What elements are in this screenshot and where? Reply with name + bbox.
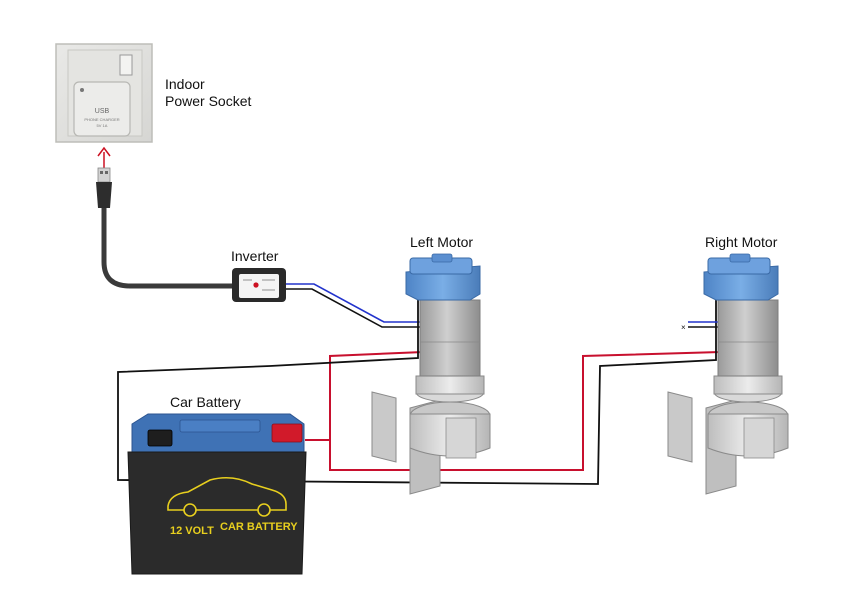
car-battery: 12 VOLT CAR BATTERY: [127, 413, 307, 575]
negative-terminal: [147, 429, 173, 447]
socket-led: [80, 88, 84, 92]
inverter-box: [232, 268, 286, 302]
socket-label-line2: Power Socket: [165, 93, 252, 109]
signal-wire-black: [284, 288, 420, 328]
car-silhouette-icon: [167, 476, 287, 511]
positive-wire-left: [305, 300, 424, 441]
right-motor-label: Right Motor: [705, 234, 778, 250]
socket-plate-rating: 5V 1A: [97, 123, 108, 128]
usb-cable: [101, 205, 239, 289]
left-motor-label: Left Motor: [410, 234, 474, 250]
negative-wire-loop: [117, 300, 717, 485]
socket-switch: [119, 54, 133, 76]
battery-volt-label: 12 VOLT: [170, 525, 214, 537]
socket-plate-charger: PHONE CHARGER: [84, 117, 119, 122]
left-motor: [371, 253, 491, 495]
positive-terminal: [271, 423, 303, 443]
socket-plate-usb: USB: [95, 108, 110, 115]
usb-plug: [96, 167, 112, 208]
socket-label-line1: Indoor: [165, 76, 205, 92]
inverter-label: Inverter: [231, 248, 279, 264]
battery-name-label: CAR BATTERY: [220, 521, 298, 533]
signal-wire-blue: [284, 283, 420, 323]
car-battery-label: Car Battery: [170, 394, 241, 410]
right-motor-stub-x-marks: ×: [681, 323, 686, 332]
power-socket: USB PHONE CHARGER 5V 1A: [55, 43, 153, 143]
right-motor: [667, 253, 789, 495]
socket-label: Indoor Power Socket: [165, 76, 305, 110]
insert-arrow: [97, 146, 111, 168]
